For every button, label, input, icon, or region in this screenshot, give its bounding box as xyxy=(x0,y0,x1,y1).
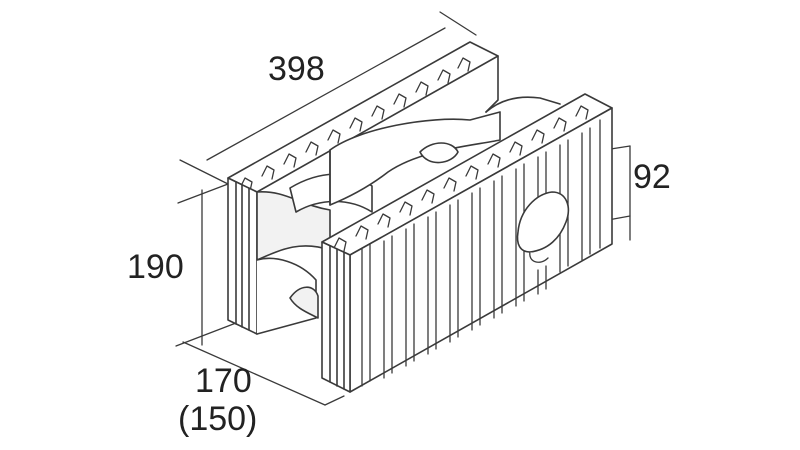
width-dimension-label: 170 xyxy=(195,362,252,400)
width-dimension-line xyxy=(182,341,326,406)
length-dimension-label: 398 xyxy=(268,50,325,88)
back-shell-notches xyxy=(239,57,471,192)
width-alt-dimension-label: (150) xyxy=(178,400,258,438)
center-web xyxy=(329,111,501,206)
front-shell-grooves xyxy=(361,119,601,387)
height-dimension-label: 190 xyxy=(127,248,184,286)
web-dimension-label: 92 xyxy=(633,158,671,196)
back-shell xyxy=(227,41,499,335)
length-dimension-line xyxy=(206,27,446,161)
front-shell-notches xyxy=(333,105,589,252)
webs xyxy=(256,96,561,335)
left-web xyxy=(256,257,317,335)
front-shell xyxy=(321,93,613,393)
center-core xyxy=(419,142,459,164)
front-shell-end-face xyxy=(321,241,351,393)
front-shell-core xyxy=(516,191,570,253)
